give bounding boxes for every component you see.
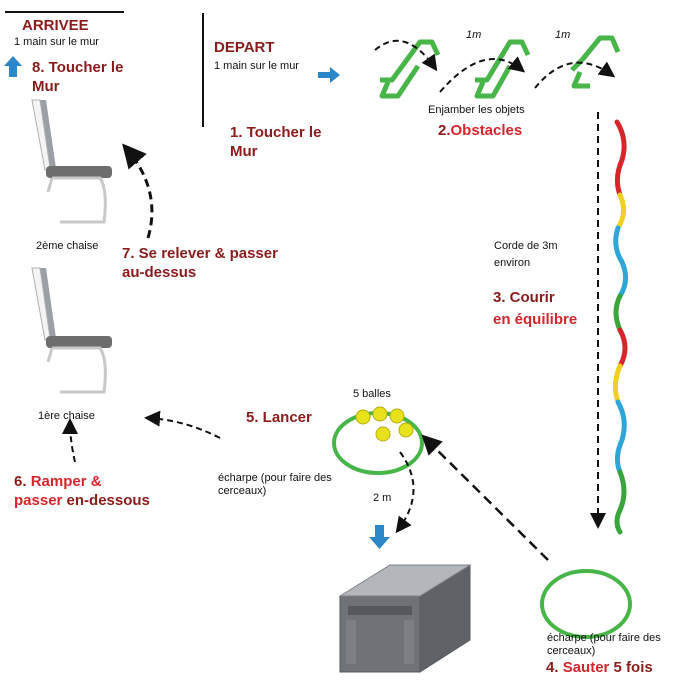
throw-hoop [332,411,424,475]
depart-sub: 1 main sur le mur [214,60,299,72]
enjamber-label: Enjamber les objets [428,104,525,116]
crawl-arrow [62,418,79,463]
hurdle-icon-2 [474,39,531,99]
step-4-label: 4. Sauter 5 fois [546,658,653,677]
rope-icon [612,119,628,535]
step-2-label: 2.Obstacles [438,121,522,140]
step-8-label: 8. Toucher le Mur [32,59,124,95]
throw-to-box-arrow [395,451,415,534]
step-6-label: 6. Ramper & passer en-dessous [14,472,194,510]
hurdle-icon-1 [379,39,441,99]
balls-icon [355,406,414,442]
distance-label-1: 1m [466,29,482,41]
chair-icon-1 [31,267,112,394]
box-arrow-icon [369,525,390,549]
arrivee-sub: 1 main sur le mur [14,36,99,48]
arrivee-arrow-icon [4,56,22,77]
step-1-label: 1. Toucher le Mur [230,124,322,160]
step-6-b: Ramper & [30,473,102,490]
step-2-word: Obstacles [450,122,523,139]
hurdle-jump-arrow-3 [534,61,616,89]
step-7-label: 7. Se relever & passer au-dessus [122,245,278,281]
distance-label-2: 1m [555,29,571,41]
crate-icon [338,564,472,673]
step-2-prefix: 2. [438,122,451,139]
depart-arrow-icon [318,67,340,83]
hurdle-jump-arrow-1 [374,39,438,72]
balls-label: 5 balles [353,388,391,400]
jump-to-throw-arrow [421,434,549,561]
echarpe-label-2: écharpe (pour faire des cerceaux) [547,632,661,657]
depart-heading: DEPART [214,39,275,56]
chair-2-label: 2ème chaise [36,240,99,252]
chair-icon-2 [31,99,112,224]
step-3-line-a: 3. Courir [493,289,555,306]
step-4-num: 4. [546,659,563,676]
jump-hoop [540,569,632,639]
lancer-to-chair-arrow [144,410,221,439]
arrivee-heading: ARRIVEE [22,17,89,34]
step-6-c: passer [14,492,63,509]
hurdle-jump-arrow-2 [439,56,526,93]
corde-label: Corde de 3m environ [494,240,558,269]
climb-arrow [122,143,154,239]
distance-2m-label: 2 m [373,492,392,504]
step-5-label: 5. Lancer [246,409,312,426]
echarpe-label-1: écharpe (pour faire des cerceaux) [218,472,332,497]
step-6-a: 6. [14,473,31,490]
step-4-word: Sauter [562,659,610,676]
step-3-line-b: en équilibre [493,311,578,328]
step-4-rest: 5 fois [609,659,653,676]
chair-1-label: 1ère chaise [38,410,95,422]
step-6-d: en-dessous [62,492,150,509]
